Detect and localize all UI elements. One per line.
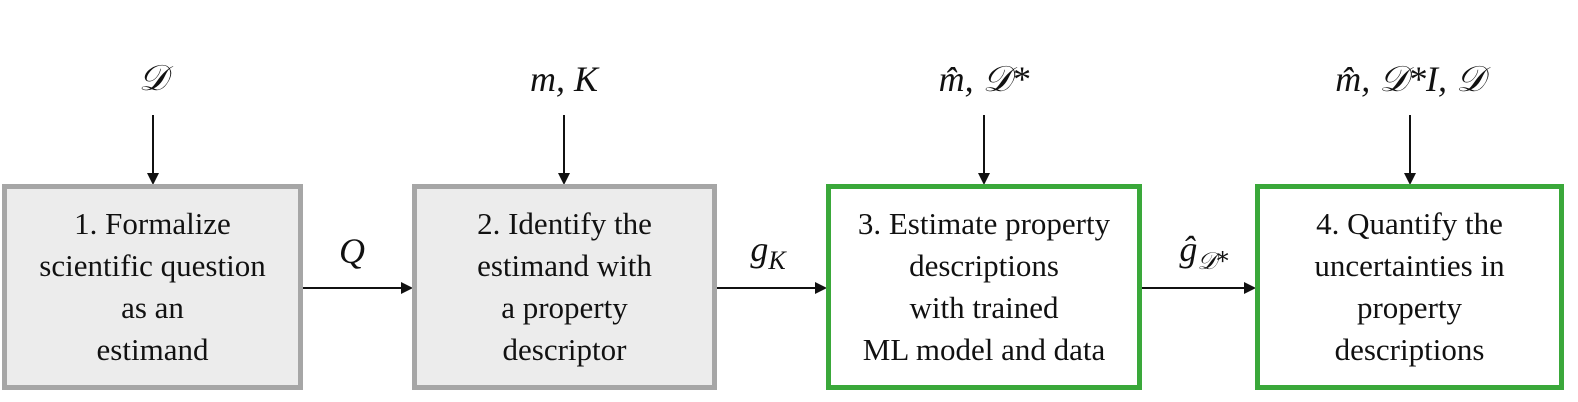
step-4-text: 4. Quantify the uncertainties in propert…	[1314, 206, 1505, 367]
step-2-input-label: m, K	[529, 59, 599, 99]
edge-label-3-4: ĝ𝒟*	[1179, 228, 1228, 275]
edge-label-3-4-sub: 𝒟*	[1197, 247, 1229, 276]
edge-label-3-4-main: ĝ	[1179, 229, 1198, 269]
edge-label-2-3-main: g	[750, 229, 769, 269]
step-4-input-label: m̂, 𝒟*I, 𝒟	[1335, 59, 1485, 99]
step-1-input-label: 𝒟	[138, 58, 168, 99]
step-1-text: 1. Formalize scientific question as an e…	[39, 206, 266, 367]
step-4-box: 4. Quantify the uncertainties in propert…	[1255, 184, 1564, 390]
edge-label-2-3: gK	[750, 228, 785, 276]
step-3-text: 3. Estimate property descriptions with t…	[857, 206, 1111, 367]
step-2-box: 2. Identify the estimand with a property…	[412, 184, 717, 390]
step-1-box: 1. Formalize scientific question as an e…	[2, 184, 303, 390]
step-2-text: 2. Identify the estimand with a property…	[477, 206, 652, 367]
edge-label-2-3-sub: K	[768, 246, 786, 276]
edge-label-1-2: Q	[339, 231, 365, 271]
step-3-box: 3. Estimate property descriptions with t…	[826, 184, 1142, 390]
step-3-input-label: m̂, 𝒟*	[938, 59, 1030, 99]
